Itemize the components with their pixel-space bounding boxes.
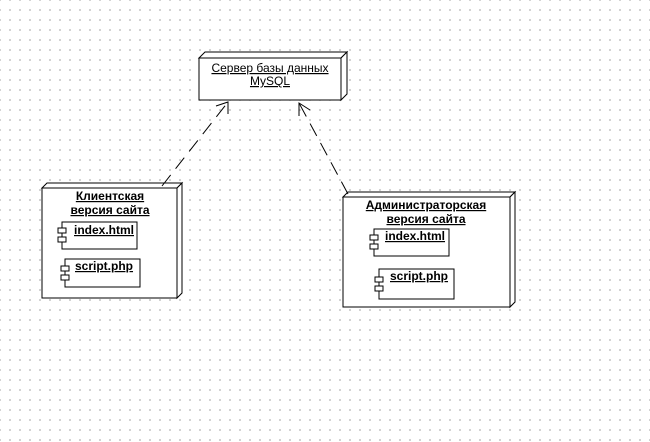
component-index-html[interactable]: index.html (369, 228, 450, 257)
component-label: script.php (75, 259, 133, 273)
client-site-title-line2: версия сайта (70, 203, 149, 217)
component-icon (57, 236, 67, 243)
component-label: index.html (74, 223, 134, 237)
arrowhead-icon (215, 101, 229, 114)
component-icon (374, 276, 384, 283)
component-icon (369, 243, 379, 250)
dependency-arrow-admin-to-db[interactable] (298, 102, 349, 195)
arrowhead-icon (298, 102, 311, 116)
component-index-html[interactable]: index.html (57, 221, 138, 250)
db-server-title-line2: MySQL (250, 74, 290, 88)
client-site-title-line1: Клиентская (76, 189, 144, 203)
admin-site-node[interactable]: Администраторская версия сайта index.htm… (341, 190, 517, 309)
component-icon (374, 285, 384, 292)
component-icon (57, 227, 67, 234)
component-label: script.php (390, 269, 448, 283)
admin-site-title-line2: версия сайта (386, 212, 465, 226)
db-server-title-line1: Сервер базы данных (211, 61, 328, 75)
dependency-arrow-client-to-db[interactable] (161, 101, 229, 187)
component-icon (60, 265, 70, 272)
client-site-node[interactable]: Клиентская версия сайта index.html scrip… (40, 181, 184, 300)
component-icon (60, 274, 70, 281)
component-label: index.html (385, 229, 445, 243)
component-icon (369, 234, 379, 241)
component-script-php[interactable]: script.php (60, 258, 141, 288)
db-server-node[interactable]: Сервер базы данных MySQL (197, 50, 349, 102)
admin-site-title-line1: Администраторская (366, 198, 486, 212)
component-script-php[interactable]: script.php (374, 268, 455, 300)
